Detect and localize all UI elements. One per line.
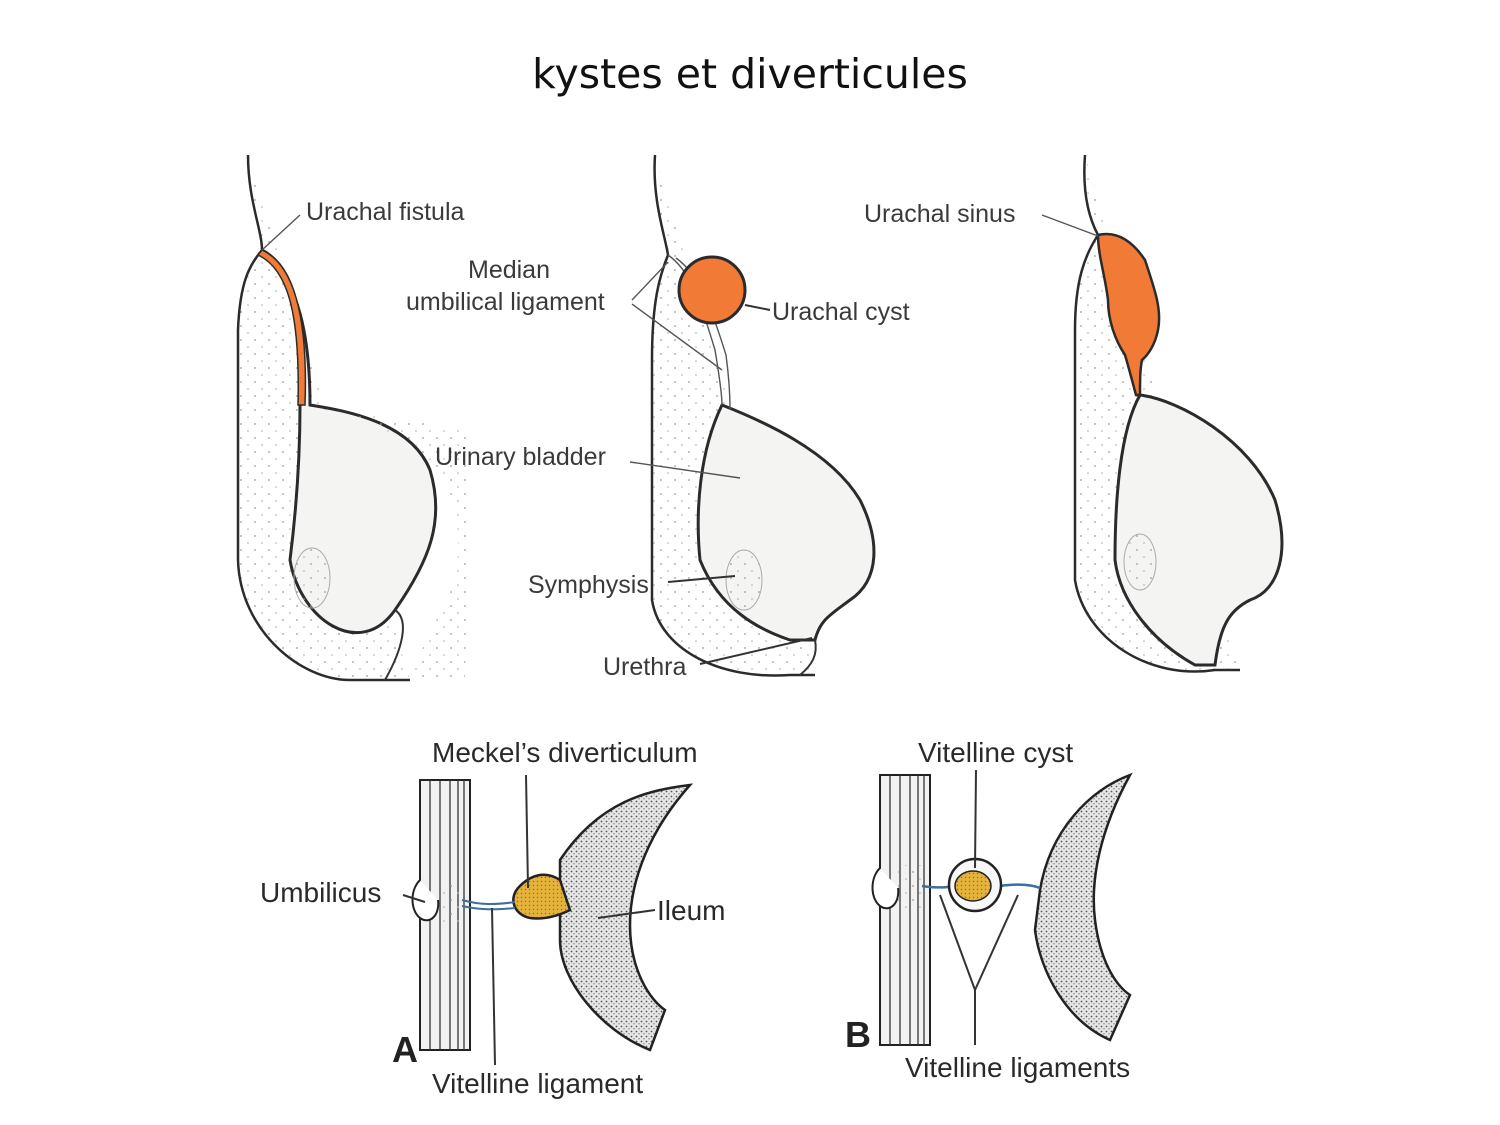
label-vitelline-ligaments: Vitelline ligaments <box>905 1052 1130 1083</box>
leader-umbilicus <box>402 894 426 903</box>
label-vitelline-cyst: Vitelline cyst <box>918 737 1073 768</box>
label-panel-a: A <box>392 1029 418 1070</box>
label-urethra: Urethra <box>603 653 686 681</box>
urethra-a <box>384 609 404 681</box>
symphysis-c <box>1123 533 1157 591</box>
leader-urethra <box>699 637 813 665</box>
leader-ileum <box>597 909 656 919</box>
leader-urachal-fistula <box>261 214 301 251</box>
label-vitelline-ligament: Vitelline ligament <box>432 1068 643 1099</box>
meckels-diverticulum-lesion <box>512 873 572 920</box>
urachal-sinus-lesion <box>1096 232 1161 397</box>
panel-urachal-fistula: Urachal fistula <box>236 154 470 682</box>
leader-urinary-bladder <box>629 461 741 479</box>
leader-median-2 <box>631 303 723 371</box>
urachal-cyst-lesion <box>677 255 747 325</box>
vitelline-ligament-a-shape <box>461 899 516 911</box>
panel-urachal-cyst: Median umbilical ligament Urachal cyst U… <box>406 154 910 681</box>
label-urachal-fistula: Urachal fistula <box>306 198 464 226</box>
label-symphysis: Symphysis <box>528 571 649 599</box>
panel-urachal-sinus: Urachal sinus <box>864 154 1284 673</box>
ileum-b <box>1033 772 1133 1042</box>
bladder-c <box>1113 393 1284 667</box>
vitelline-cyst-lesion <box>954 870 992 902</box>
leader-urachal-sinus <box>1041 214 1099 237</box>
panel-vitelline-cyst: Vitelline cyst Vitelline ligaments B <box>845 737 1133 1083</box>
label-umbilicus: Umbilicus <box>260 877 381 908</box>
label-ileum: Ileum <box>657 895 725 926</box>
wall-stipple-a <box>300 405 470 680</box>
urethra-b <box>799 639 817 676</box>
leader-median-1 <box>631 261 669 301</box>
symphysis-b <box>725 549 763 611</box>
panel-meckels-diverticulum: Meckel’s diverticulum Umbilicus Ileum Vi… <box>260 737 725 1099</box>
label-panel-b: B <box>845 1014 871 1055</box>
umbilical-ring-a <box>438 880 462 925</box>
leader-meckels <box>525 774 529 889</box>
leader-vitelline-ligaments <box>939 894 1019 1045</box>
leader-symphysis <box>667 575 736 583</box>
leader-urachal-cyst <box>744 304 771 311</box>
symphysis-a <box>293 547 331 609</box>
label-median-line1: Median <box>468 256 550 284</box>
leader-vitelline-ligament <box>491 907 496 1066</box>
slide-title: kystes et diverticules <box>532 50 968 98</box>
label-median-line2: umbilical ligament <box>406 288 605 316</box>
umbilical-ring-b <box>898 865 922 910</box>
label-urachal-cyst: Urachal cyst <box>772 298 910 326</box>
urachal-fistula-lesion <box>256 249 307 406</box>
label-urinary-bladder: Urinary bladder <box>435 443 606 471</box>
ileum-a <box>558 783 694 1052</box>
label-meckels: Meckel’s diverticulum <box>432 737 698 768</box>
leader-vitelline-cyst <box>974 769 977 869</box>
umbilicus-notch-b <box>871 867 900 910</box>
label-urachal-sinus: Urachal sinus <box>864 200 1015 228</box>
umbilicus-notch <box>411 879 440 922</box>
